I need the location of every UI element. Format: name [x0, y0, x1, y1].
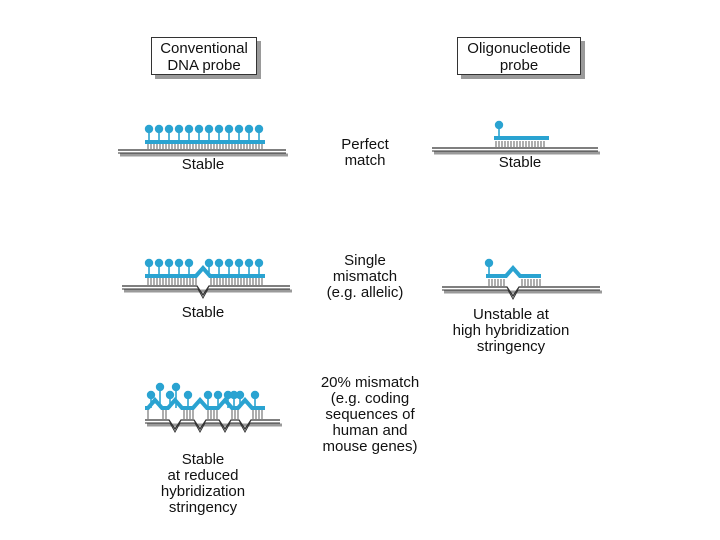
perfect-match-label: Perfect match	[320, 137, 410, 169]
probe-label-dot	[494, 120, 504, 130]
result-line: Stable	[498, 154, 542, 171]
probe-label-dot	[164, 258, 174, 268]
oligo-single-result: Unstable at high hybridization stringenc…	[436, 307, 586, 355]
probe-label-dot	[244, 124, 254, 134]
probe-label-dot	[224, 124, 234, 134]
result-line: high hybridization	[452, 322, 570, 339]
result-line: stringency	[168, 499, 238, 516]
result-line: at reduced	[167, 467, 239, 484]
target-strand	[442, 286, 600, 298]
conv-twenty-result: Stable at reduced hybridization stringen…	[143, 452, 263, 516]
probe-label-dot	[194, 124, 204, 134]
probe-label-dot	[174, 258, 184, 268]
result-line: Unstable at	[473, 306, 549, 323]
probe-label-dot	[146, 390, 156, 400]
label-line: human and	[332, 422, 408, 439]
conventional-twenty-percent-mismatch-duplex	[145, 382, 282, 434]
probe-label-dot	[250, 390, 260, 400]
probe-label-dot	[234, 124, 244, 134]
target-strand	[145, 419, 280, 431]
probe-label-dot	[144, 258, 154, 268]
result-line: hybridization	[160, 483, 246, 500]
label-line: (e.g. coding	[330, 390, 410, 407]
probe-label-dot	[244, 258, 254, 268]
probe-label-dot	[229, 390, 239, 400]
probe-label-dot	[183, 390, 193, 400]
probe-strand	[486, 264, 541, 278]
header-line: probe	[499, 57, 539, 74]
oligo-single-mismatch-duplex	[442, 258, 602, 301]
probe-label-dot	[234, 258, 244, 268]
conv-single-result: Stable	[163, 305, 243, 321]
oligonucleotide-probe-header: Oligonucleotide probe	[457, 37, 581, 75]
header-line: DNA probe	[167, 57, 241, 74]
label-line: Single	[344, 252, 386, 269]
probe-strand	[145, 264, 265, 278]
probe-label-dot	[184, 124, 194, 134]
probe-label-dot	[254, 258, 264, 268]
probe-label-dot	[204, 124, 214, 134]
probe-label-dot	[235, 390, 245, 400]
conventional-perfect-match-duplex	[118, 124, 288, 157]
result-line: Stable	[181, 304, 225, 321]
conventional-single-mismatch-duplex	[122, 258, 292, 300]
label-line: 20% mismatch	[320, 374, 420, 391]
target-strand	[122, 285, 290, 297]
probe-label-dot	[184, 258, 194, 268]
label-line: match	[344, 152, 386, 169]
target-strand-lower	[122, 288, 290, 300]
header-line: Conventional	[160, 40, 248, 57]
probe-label-dot	[204, 258, 214, 268]
probe-label-dot	[164, 124, 174, 134]
label-line: sequences of	[325, 406, 415, 423]
probe-label-dot	[224, 258, 234, 268]
result-line: Stable	[181, 156, 225, 173]
probe-label-dot	[154, 258, 164, 268]
probe-label-dot	[214, 124, 224, 134]
probe-label-dot	[223, 390, 233, 400]
oligo-perfect-match-duplex	[432, 120, 600, 155]
probe-label-dot	[213, 390, 223, 400]
probe-label-dot	[484, 258, 494, 268]
target-strand-lower	[145, 422, 280, 434]
conv-perfect-result: Stable	[163, 157, 243, 173]
result-line: stringency	[476, 338, 546, 355]
label-line: Perfect	[341, 136, 389, 153]
label-line: mouse genes)	[322, 438, 418, 455]
label-line: mismatch	[332, 268, 398, 285]
result-line: Stable	[181, 451, 225, 468]
header-line: Oligonucleotide	[467, 40, 571, 57]
oligo-perfect-result: Stable	[480, 155, 560, 171]
twenty-percent-mismatch-label: 20% mismatch (e.g. coding sequences of h…	[300, 375, 440, 455]
probe-label-dot	[203, 390, 213, 400]
probe-strand	[145, 396, 265, 410]
conventional-dna-probe-header: Conventional DNA probe	[151, 37, 257, 75]
probe-label-dot	[154, 124, 164, 134]
probe-label-dot	[174, 124, 184, 134]
probe-label-dot	[171, 382, 181, 392]
probe-label-dot	[144, 124, 154, 134]
probe-label-dot	[214, 258, 224, 268]
single-mismatch-label: Single mismatch (e.g. allelic)	[306, 253, 424, 301]
target-strand-lower	[442, 289, 600, 301]
probe-label-dot	[165, 390, 175, 400]
probe-label-dot	[155, 382, 165, 392]
probe-label-dot	[254, 124, 264, 134]
label-line: (e.g. allelic)	[326, 284, 404, 301]
